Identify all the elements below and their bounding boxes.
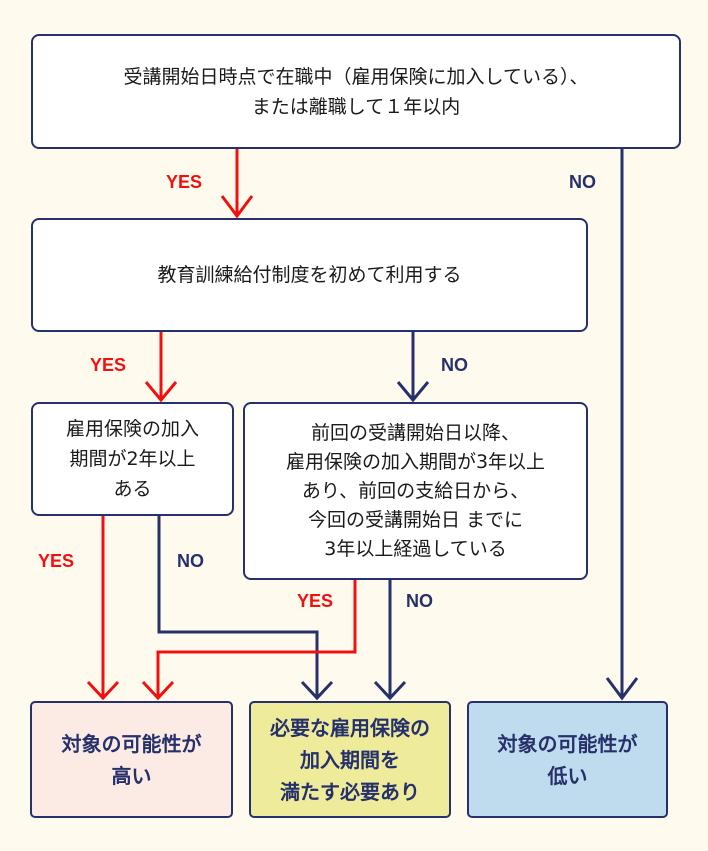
- arrow-q1-no: [605, 148, 639, 701]
- outcome-low-possibility: 対象の可能性が 低い: [467, 701, 668, 818]
- question-three-year-period: 前回の受講開始日以降、 雇用保険の加入期間が3年以上 あり、前回の支給日から、 …: [243, 402, 588, 580]
- label-q4-no: NO: [406, 591, 433, 611]
- question-three-year-period-text: 前回の受講開始日以降、 雇用保険の加入期間が3年以上 あり、前回の支給日から、 …: [285, 421, 546, 560]
- arrow-q2-no: [396, 331, 430, 403]
- outcome-high-possibility-text: 対象の可能性が 高い: [61, 731, 202, 788]
- question-first-use: 教育訓練給付制度を初めて利用する: [31, 218, 588, 332]
- arrow-q2-yes: [144, 331, 178, 403]
- outcome-high-possibility: 対象の可能性が 高い: [30, 701, 233, 818]
- arrow-q3-yes: [86, 515, 120, 701]
- question-two-year-period: 雇用保険の加入 期間が2年以上 ある: [31, 402, 234, 516]
- outcome-low-possibility-text: 対象の可能性が 低い: [497, 731, 638, 788]
- label-q1-no: NO: [569, 172, 596, 192]
- question-employment-status-text: 受講開始日時点で在職中（雇用保険に加入している）、 または離職して１年以内: [123, 65, 589, 118]
- label-q1-yes: YES: [166, 172, 203, 192]
- arrow-q4-no: [373, 580, 407, 701]
- label-q3-no: NO: [177, 551, 204, 571]
- label-q2-no: NO: [441, 355, 468, 375]
- arrow-q3-no: [157, 515, 334, 701]
- label-q4-yes: YES: [297, 591, 334, 611]
- label-q2-yes: YES: [90, 355, 127, 375]
- outcome-need-period-text: 必要な雇用保険の 加入期間を 満たす必要あり: [270, 715, 430, 804]
- arrow-q4-yes: [141, 580, 357, 701]
- label-q3-yes: YES: [38, 551, 75, 571]
- arrow-q1-yes: [220, 148, 254, 219]
- question-employment-status: 受講開始日時点で在職中（雇用保険に加入している）、 または離職して１年以内: [31, 34, 681, 149]
- question-first-use-text: 教育訓練給付制度を初めて利用する: [157, 264, 462, 286]
- question-two-year-period-text: 雇用保険の加入 期間が2年以上 ある: [65, 418, 199, 500]
- outcome-need-period: 必要な雇用保険の 加入期間を 満たす必要あり: [249, 701, 451, 818]
